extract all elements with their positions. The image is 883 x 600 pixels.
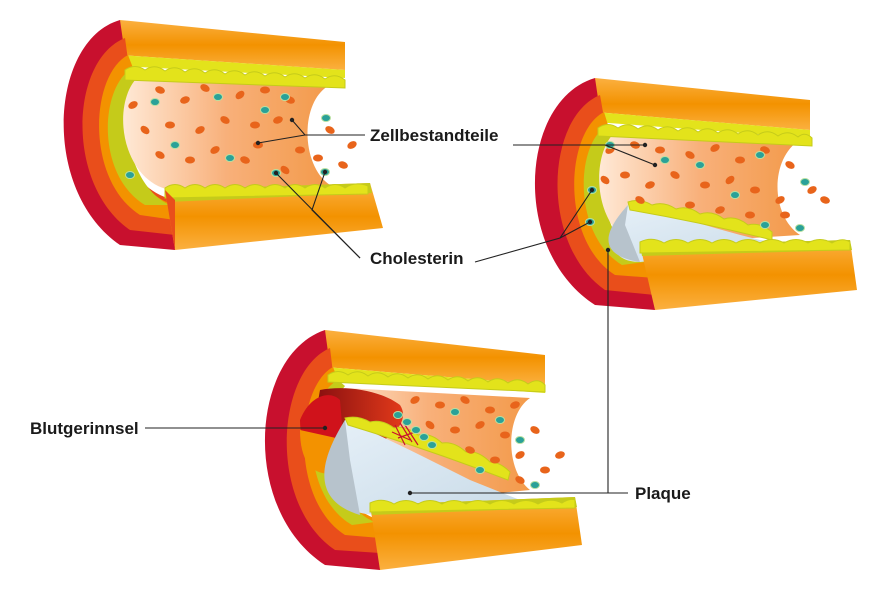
artery-healthy [63, 20, 383, 250]
label-blood-clot: Blutgerinnsel [30, 419, 139, 438]
artery-blood-clot [264, 330, 582, 570]
leader-lines [145, 117, 658, 496]
label-plaque: Plaque [635, 484, 691, 503]
label-cell-components: Zellbestandteile [370, 126, 498, 145]
artery-plaque-forming [534, 78, 857, 310]
label-cholesterol: Cholesterin [370, 249, 464, 268]
